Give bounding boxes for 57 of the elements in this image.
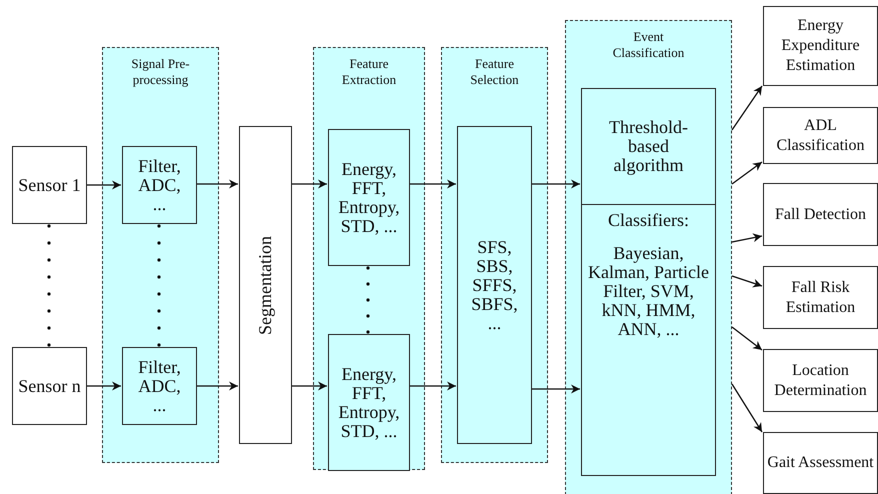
node-label: Classifiers:: [607, 211, 690, 230]
process-box: [581, 204, 716, 476]
stage-panel: [441, 47, 548, 463]
node-label: Filter, ADC, ...: [137, 156, 182, 214]
process-box: [122, 347, 197, 425]
node-label: Filter, ADC, ...: [137, 358, 182, 414]
arrow: [87, 382, 121, 390]
process-box: [763, 183, 878, 246]
node-label: Gait Assessment: [766, 453, 875, 473]
group-title: Feature Extraction: [340, 56, 398, 88]
process-box: [763, 6, 878, 86]
arrow: [410, 382, 456, 390]
process-box: [763, 349, 878, 412]
node-label: Energy Expenditure Estimation: [780, 16, 861, 76]
node-label: Fall Risk Estimation: [784, 278, 856, 318]
node-label: Bayesian, Kalman, Particle Filter, SVM, kNN, HMM, ANN, ...: [587, 244, 710, 339]
arrow: [731, 384, 763, 432]
arrow: [732, 233, 762, 243]
node-label: Sensor n: [17, 376, 82, 396]
node-label: Location Determination: [773, 360, 868, 400]
group-title: Signal Pre-processing: [130, 56, 191, 88]
group-title: Event Classification: [612, 29, 686, 61]
arrow: [292, 382, 327, 390]
arrow: [197, 180, 238, 188]
arrow: [532, 384, 580, 394]
group-title: Feature Selection: [469, 56, 520, 88]
arrow: [731, 86, 763, 130]
arrow: [197, 382, 238, 390]
arrow: [532, 180, 580, 188]
arrow: [87, 180, 121, 190]
process-box: [239, 126, 292, 444]
stage-panel: [102, 47, 219, 463]
process-box: [122, 146, 197, 224]
node-label: Fall Detection: [774, 204, 868, 224]
stage-panel: [313, 47, 425, 470]
process-box: [763, 107, 878, 164]
process-box: [581, 88, 716, 205]
process-box: [12, 146, 87, 224]
arrow: [292, 180, 327, 188]
arrow: [732, 326, 762, 351]
process-box: [12, 347, 87, 425]
node-label: ADL Classification: [776, 116, 866, 156]
node-label: Segmentation: [255, 236, 276, 334]
node-label: Energy, FFT, Entropy, STD, ...: [337, 364, 401, 440]
process-box: [328, 129, 410, 266]
arrow: [732, 161, 762, 185]
node-label: Threshold-based algorithm: [608, 118, 689, 175]
process-box: [328, 334, 410, 471]
stage-panel: [565, 20, 732, 494]
node-label: SFS, SBS, SFFS, SBFS, ...: [470, 238, 519, 332]
process-box: [457, 126, 532, 444]
process-box: [763, 432, 878, 494]
arrow: [732, 275, 762, 288]
node-label: Sensor 1: [17, 176, 82, 194]
arrow: [410, 180, 456, 188]
node-label: Energy, FFT, Entropy, STD, ...: [337, 160, 401, 236]
process-box: [763, 266, 878, 329]
